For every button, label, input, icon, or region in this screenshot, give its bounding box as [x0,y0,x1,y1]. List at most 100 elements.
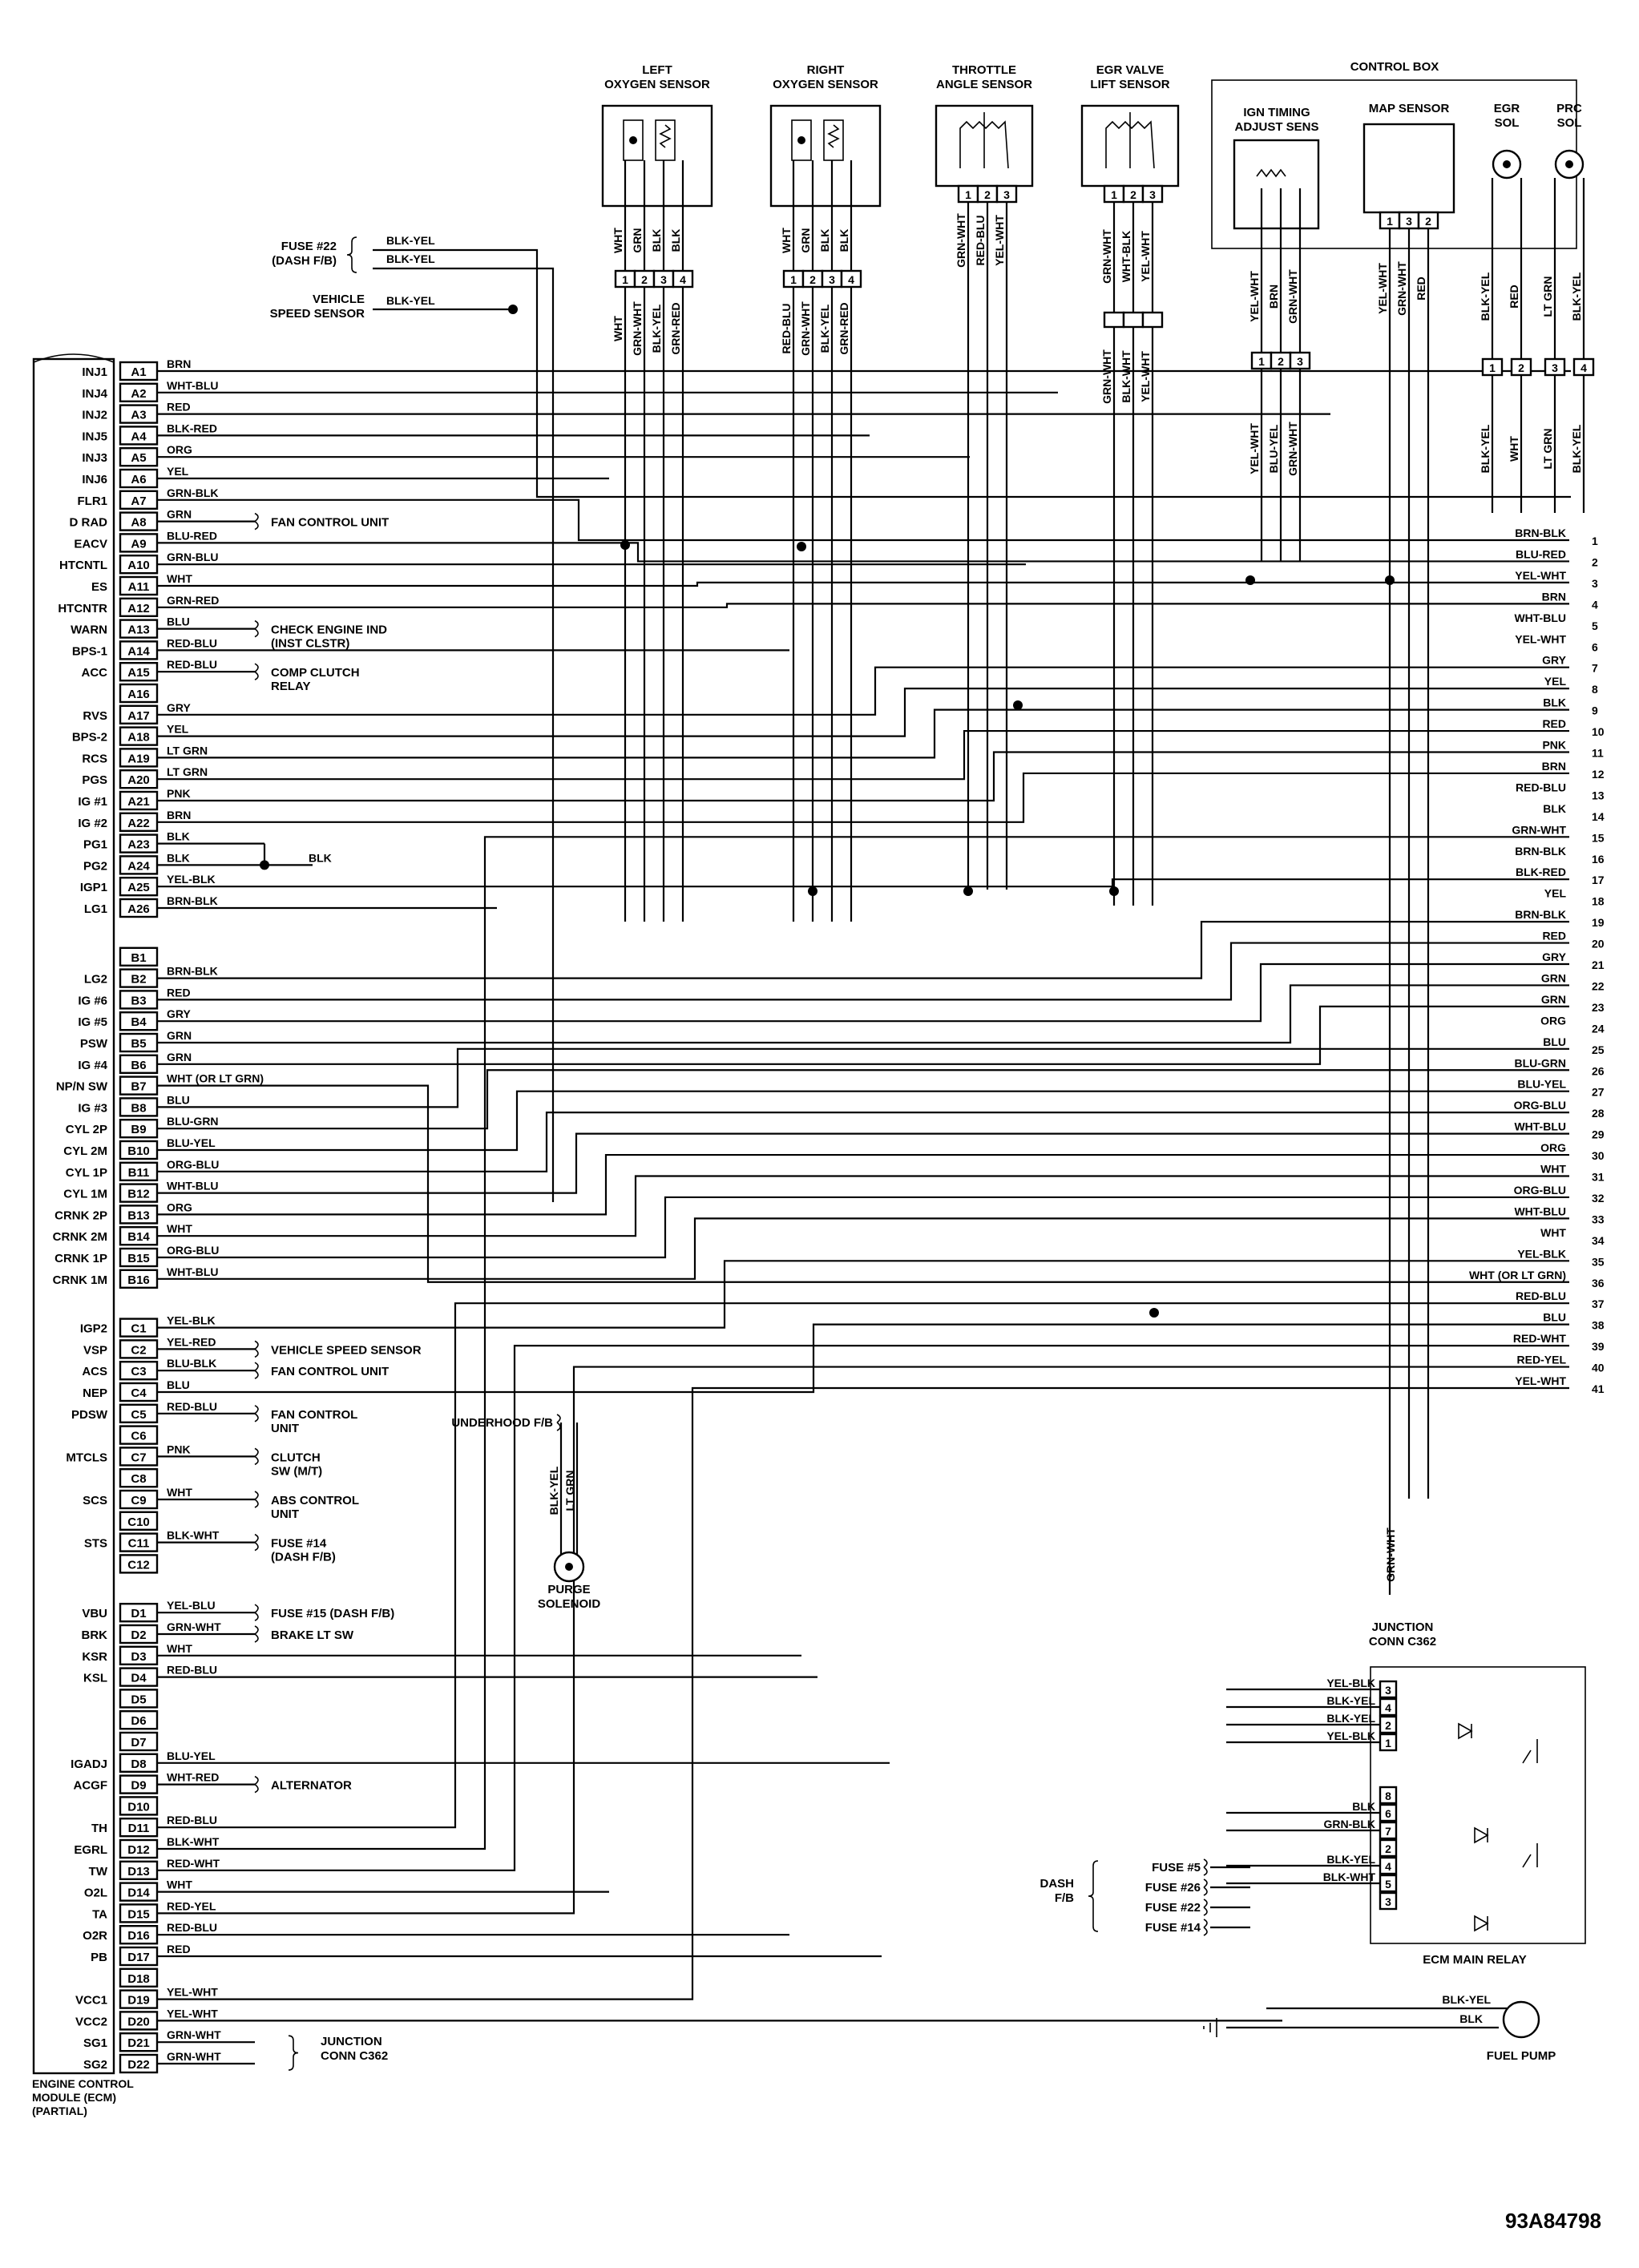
right-o2-wire-color: GRN-WHT [799,301,812,356]
harness-D13 [157,1344,1569,1871]
ecm-function-label: HTCNTR [58,602,107,615]
ecm-wire-color: BLK-RED [167,422,217,434]
ecm-wire-color: YEL-RED [167,1335,216,1348]
right-wire-number: 37 [1592,1297,1605,1310]
right-o2-wire-color: RED-BLU [780,304,793,354]
ecm-pin-label: C8 [131,1472,146,1486]
ign-timing-label: IGN TIMING [1243,106,1310,119]
left-o2-wire-color: GRN [631,228,644,252]
ecm-wire-color: BLK [167,851,190,864]
ign-wire-color: YEL-WHT [1248,271,1261,322]
ecm-pin-label: D12 [127,1843,150,1857]
pin-note-label: UNIT [271,1422,299,1435]
ecm-wire-color: RED-BLU [167,1921,217,1934]
junction-label: CONN C362 [1369,1635,1436,1649]
ecm-function-label: PSW [80,1037,108,1051]
purge-solenoid-label: PURGE [547,1583,590,1596]
harness-splice [1109,886,1119,896]
ecm-wire-color: PNK [167,1443,191,1455]
ecm-wire-color: YEL-WHT [167,2007,218,2020]
ecm-wire-color: WHT-BLU [167,1180,219,1193]
ecm-function-label: BRK [82,1628,108,1642]
ecm-function-label: BPS-1 [72,644,107,658]
ecm-wire-color: BLK-WHT [167,1835,220,1848]
ecm-function-label: NEP [83,1386,107,1400]
relay-pin-label: 5 [1385,1878,1391,1891]
right-wire-color: YEL [1544,675,1567,688]
right-wire-color: WHT (OR LT GRN) [1469,1269,1566,1281]
ecm-pin-label: A17 [127,709,150,723]
ecm-wire-color: WHT [167,1879,192,1891]
ecm-pin-label: D6 [131,1714,146,1728]
ecm-wire-color: RED-WHT [167,1857,220,1870]
ign-wire-color: YEL-WHT [1248,423,1261,474]
relay-pin-label: 6 [1385,1807,1391,1820]
ign-timing-label: ADJUST SENS [1234,120,1318,134]
ign-pin-label: 3 [1297,355,1303,368]
note-connector [254,1625,259,1643]
ecm-function-label: INJ4 [82,387,107,401]
pin-note-label: FAN CONTROL UNIT [271,1365,389,1378]
right-wire-number: 17 [1592,874,1605,886]
ecm-function-label: SG2 [83,2058,107,2072]
throttle-wire-color: RED-BLU [974,216,987,266]
ecm-function-label: VSP [83,1343,107,1357]
ecm-pin-label: B3 [131,994,146,1007]
right-wire-number: 31 [1592,1171,1605,1184]
dash-fuse-label: FUSE #5 [1152,1861,1201,1875]
vss-label: SPEED SENSOR [270,307,365,321]
ecm-wire-color: PNK [167,787,191,800]
right-wire-number: 8 [1592,683,1598,696]
ecm-function-label: VCC1 [75,1994,107,2008]
ecm-wire-color: RED-BLU [167,658,217,671]
map-pin-label: 1 [1387,215,1393,228]
ecm-function-label: PGS [82,773,107,787]
harness-B3 [157,942,1569,1001]
ecm-wire-color: GRN [167,508,192,521]
ecm-wire-color: BLU-YEL [167,1136,216,1149]
fuse-connector [1203,1919,1208,1936]
right-wire-color: YEL-WHT [1515,1374,1566,1387]
note-connector [254,1362,259,1379]
ecm-pin-label: D20 [127,2015,150,2028]
ecm-wire-color: GRN-RED [167,594,219,607]
ecm-function-label: NP/N SW [56,1080,108,1094]
ecm-pin-label: A6 [131,473,146,486]
relay-pin-label: 7 [1385,1825,1391,1838]
prc-sol-label: PRC [1556,102,1582,115]
right-o2-wire-color: GRN-RED [838,302,850,354]
pin-note-label: COMP CLUTCH [271,666,360,680]
right-wire-color: WHT-BLU [1514,1120,1566,1133]
map-sensor-label: MAP SENSOR [1369,102,1450,115]
ecm-wire-color: LT GRN [167,765,208,778]
harness-splice [1013,700,1023,710]
pin-note-label: RELAY [271,680,310,693]
ecm-function-label: INJ2 [82,409,107,422]
harness-A22 [157,772,1569,823]
note-connector [254,1405,259,1423]
right-o2-pin-label: 4 [848,273,854,286]
right-wire-color: YEL [1544,887,1567,900]
ecm-pin-label: A14 [127,644,150,658]
right-wire-number: 4 [1592,598,1598,611]
left-o2-wire-color: GRN-WHT [631,301,644,356]
o2-heater-symbol [655,119,676,161]
harness-A9 [157,542,1569,563]
ecm-pin-label: A2 [131,387,146,401]
harness-A7 [157,498,1569,542]
relay-pin-label: 4 [1385,1701,1391,1714]
relay-pin-label: 4 [1385,1860,1391,1873]
right-wire-number: 36 [1592,1277,1605,1289]
egr-lift-pin-label: 3 [1149,188,1156,201]
ecm-pin-A16 [119,683,159,704]
ecm-pin-label: B2 [131,973,146,987]
harness-B10 [157,1090,1569,1152]
ecm-wire-color: WHT [167,1642,192,1655]
ecm-function-label: ACGF [74,1779,108,1793]
harness-splice [620,540,630,550]
harness-B6 [157,1005,1569,1065]
ecm-function-label: WARN [71,623,107,637]
ecm-wire-color: RED [167,401,191,414]
ecm-function-label: VBU [82,1607,107,1620]
right-wire-number: 7 [1592,662,1598,675]
